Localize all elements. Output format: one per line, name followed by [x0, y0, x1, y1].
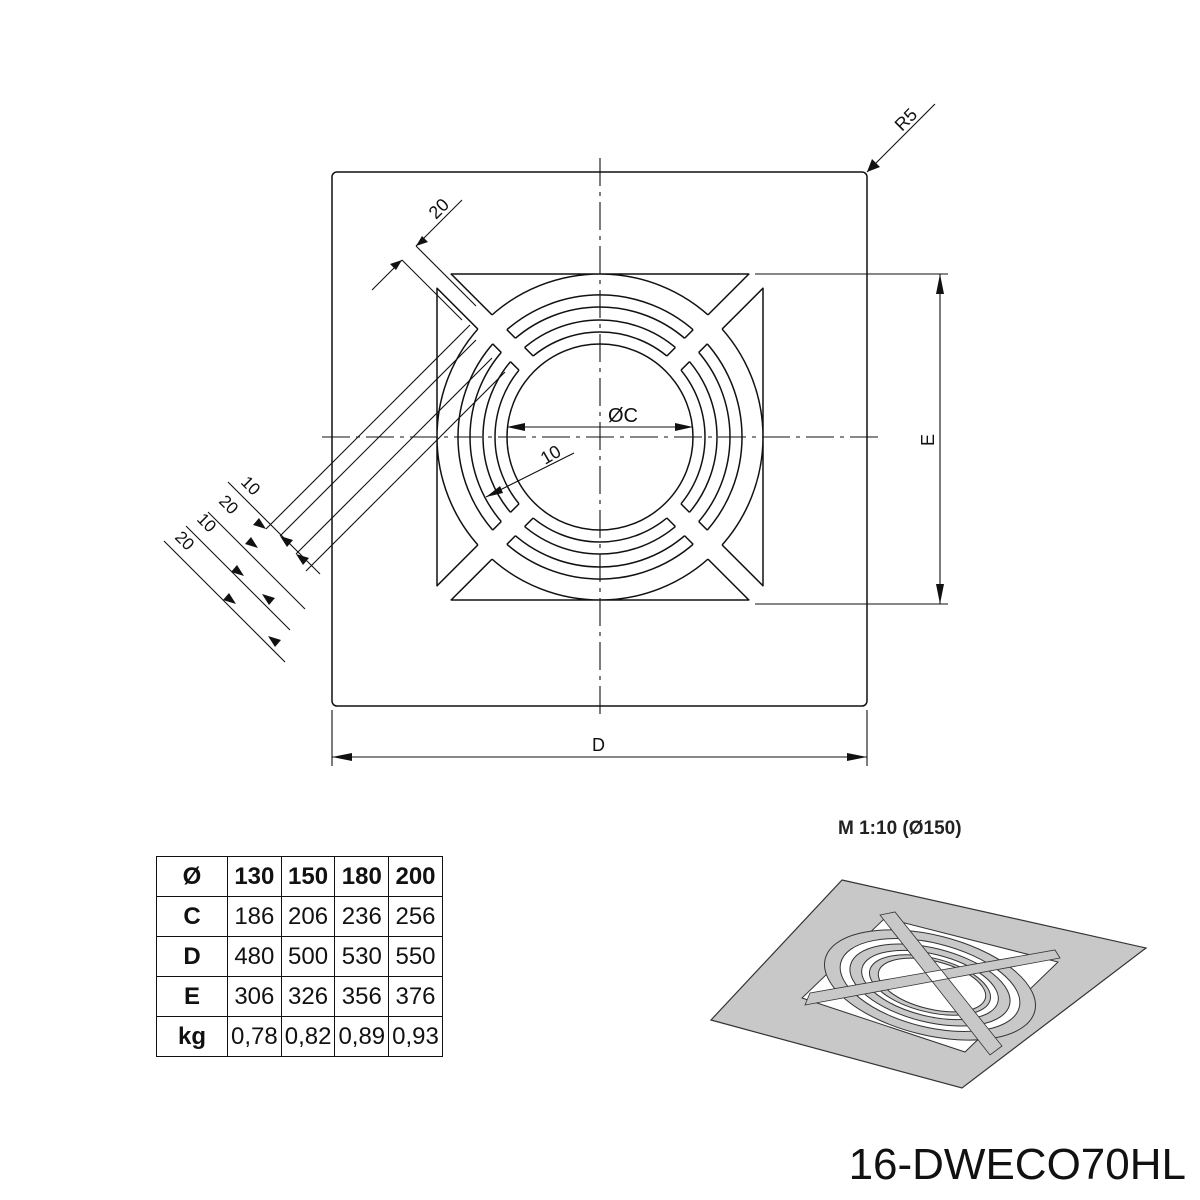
table-cell: 256 [388, 896, 443, 937]
table-cell: 550 [388, 936, 443, 977]
table-cell: 356 [334, 976, 390, 1017]
table-cell: 0,82 [280, 1016, 336, 1057]
dim-bar-ext1 [401, 259, 463, 321]
dim-slot-label-3: 10 [193, 509, 220, 536]
table-cell: 530 [334, 936, 390, 977]
dim-r5-label: R5 [891, 104, 921, 134]
table-header-row: Ø 130 150 180 200 [156, 856, 443, 897]
dim-bar-ext2 [415, 245, 477, 307]
dim-bar-arrows [390, 236, 428, 270]
dim-ring-arrow [486, 486, 503, 497]
table-cell: 0,89 [334, 1016, 390, 1057]
table-cell: 326 [280, 976, 336, 1017]
dim-r5-arrow [867, 159, 880, 172]
table-cell: 500 [280, 936, 336, 977]
dim-bar-label: 20 [425, 195, 453, 223]
table-row: E 306 326 356 376 [156, 976, 443, 1017]
table-header-cell: 150 [280, 856, 336, 897]
table-cell: 0,93 [388, 1016, 443, 1057]
dim-e-label: E [918, 434, 938, 446]
row-label: E [156, 976, 228, 1017]
row-label: kg [156, 1016, 228, 1057]
table-header-cell: Ø [156, 856, 228, 897]
dim-r5-leader [866, 103, 936, 173]
product-code: 16-DWECO70HL [848, 1140, 1186, 1189]
slot-dimensions [163, 324, 506, 663]
dim-slot-label-4: 20 [171, 527, 198, 554]
row-label: C [156, 896, 228, 937]
table-row: kg 0,78 0,82 0,89 0,93 [156, 1016, 443, 1057]
table-cell: 376 [388, 976, 443, 1017]
table-row: D 480 500 530 550 [156, 936, 443, 977]
table-header-cell: 180 [334, 856, 390, 897]
dim-slot-label-2: 20 [215, 491, 242, 518]
dimension-table: Ø 130 150 180 200 C 186 206 236 256 D 48… [156, 856, 443, 1057]
dim-ring-label: 10 [537, 441, 564, 468]
dim-c-label: ØC [608, 405, 638, 427]
table-cell: 0,78 [227, 1016, 282, 1057]
table-cell: 206 [280, 896, 336, 937]
table-header-cell: 130 [227, 856, 282, 897]
scale-label: M 1:10 (Ø150) [838, 818, 962, 839]
table-cell: 186 [227, 896, 282, 937]
table-header-cell: 200 [388, 856, 443, 897]
table-cell: 480 [227, 936, 282, 977]
table-cell: 306 [227, 976, 282, 1017]
table-row: C 186 206 236 256 [156, 896, 443, 937]
table-cell: 236 [334, 896, 390, 937]
isometric-view [709, 879, 1148, 1089]
row-label: D [156, 936, 228, 977]
dim-d-label: D [592, 735, 605, 755]
